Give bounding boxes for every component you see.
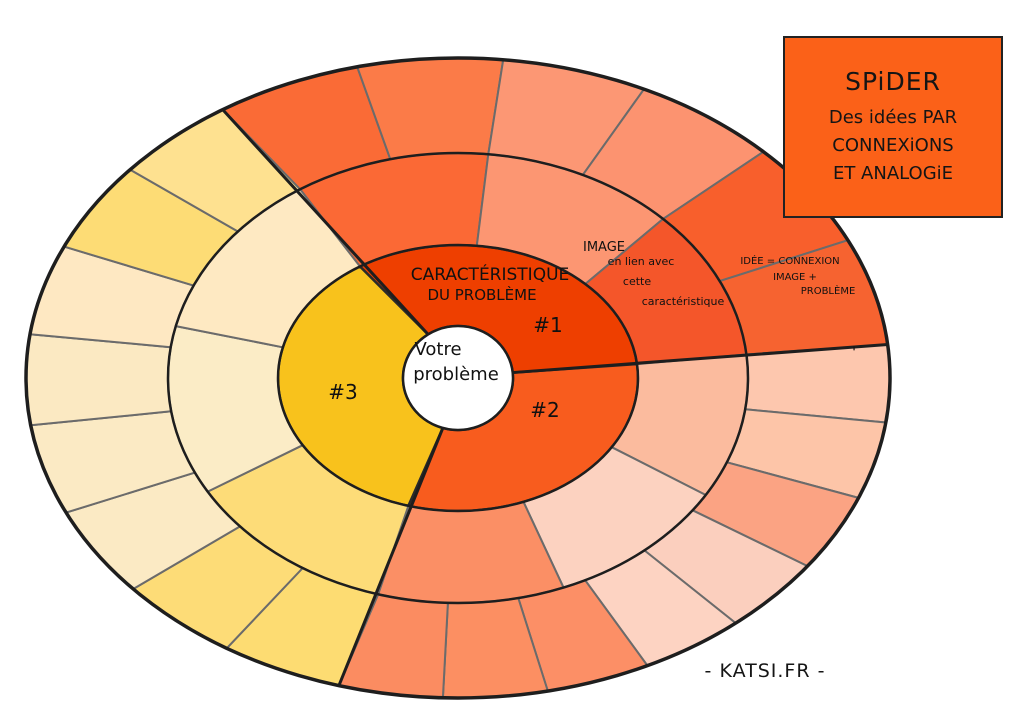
sector-1-image-line-4: caractéristique: [642, 295, 725, 308]
sector-divider: [337, 427, 445, 687]
title-box-subtitle-line-2: CONNEXiONS: [832, 134, 954, 156]
title-box-title: SPiDER: [845, 66, 941, 96]
title-box-subtitle-line-3: ET ANALOGiE: [832, 162, 954, 184]
ring-outline-1: [276, 243, 640, 513]
sector-divider: [512, 343, 888, 375]
sector-1-idea-line-1: IDÉE = CONNEXION: [740, 254, 839, 267]
center-label-line-2: problème: [413, 364, 499, 385]
sector-1-number: #1: [533, 313, 562, 337]
sector-3-ring3-cell: [25, 333, 173, 427]
ring-outlines: [24, 56, 892, 700]
center-circle: [401, 324, 515, 432]
title-box-subtitle-line-1: Des idées PAR: [828, 106, 958, 128]
sector-1-characteristic-line-2: DU PROBLÈME: [427, 285, 536, 304]
ring4-small-mark: ': [852, 345, 856, 361]
sector-1-idea-line-3: PROBLÈME: [801, 284, 856, 297]
sector-1-image-line-1: IMAGE: [583, 240, 625, 255]
sector-2-number: #2: [530, 398, 559, 422]
center-label-line-1: Votre: [414, 339, 461, 360]
sector-divider: [221, 108, 430, 336]
title-box: SPiDER Des idées PAR CONNEXiONS ET ANALO…: [783, 36, 1003, 218]
ring-outline-3: [24, 56, 892, 700]
ring-outline-2: [166, 151, 750, 605]
sector-1-characteristic-line-1: CARACTÉRISTIQUE: [411, 263, 570, 285]
diagram-labels: Votre problème CARACTÉRISTIQUE DU PROBLÈ…: [328, 240, 856, 422]
sector-1-image-line-3: cette: [623, 275, 651, 288]
sector-3-number: #3: [328, 380, 357, 404]
credit-text: - KATSI.FR -: [704, 660, 826, 682]
sector-1-idea-line-2: IMAGE +: [773, 272, 817, 283]
sector-1-image-line-2: en lien avec: [608, 255, 675, 268]
